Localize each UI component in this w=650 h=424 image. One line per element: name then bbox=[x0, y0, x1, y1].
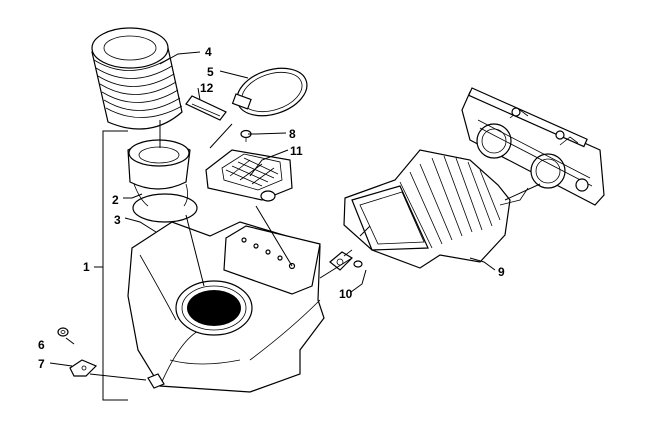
callout-9: 9 bbox=[498, 265, 505, 279]
grommet-6 bbox=[57, 327, 69, 337]
callout-7: 7 bbox=[38, 357, 45, 371]
callout-12: 12 bbox=[200, 81, 214, 95]
carburetor-assembly bbox=[461, 87, 605, 206]
screw-bracket-10 bbox=[329, 249, 363, 271]
callout-10: 10 bbox=[339, 287, 353, 301]
bracket-7 bbox=[69, 359, 98, 377]
clip-12 bbox=[185, 95, 227, 121]
airbox-housing-3 bbox=[127, 221, 325, 393]
callout-labels: 1 2 3 4 5 6 7 8 9 10 11 12 bbox=[38, 45, 505, 371]
leader-lines bbox=[49, 51, 541, 401]
filter-screen-11 bbox=[205, 149, 293, 202]
screw-8 bbox=[240, 129, 252, 142]
callout-3: 3 bbox=[114, 213, 121, 227]
callout-2: 2 bbox=[112, 193, 119, 207]
bellows-intake-4 bbox=[91, 27, 183, 130]
callout-8: 8 bbox=[289, 127, 296, 141]
callout-6: 6 bbox=[38, 338, 45, 352]
hose-clamp-5 bbox=[231, 67, 308, 117]
callout-11: 11 bbox=[290, 144, 303, 158]
intake-boot-9 bbox=[343, 149, 529, 269]
rubber-boot-2 bbox=[127, 139, 198, 223]
callout-4: 4 bbox=[205, 45, 212, 59]
callout-1: 1 bbox=[83, 260, 90, 274]
callout-5: 5 bbox=[207, 65, 214, 79]
